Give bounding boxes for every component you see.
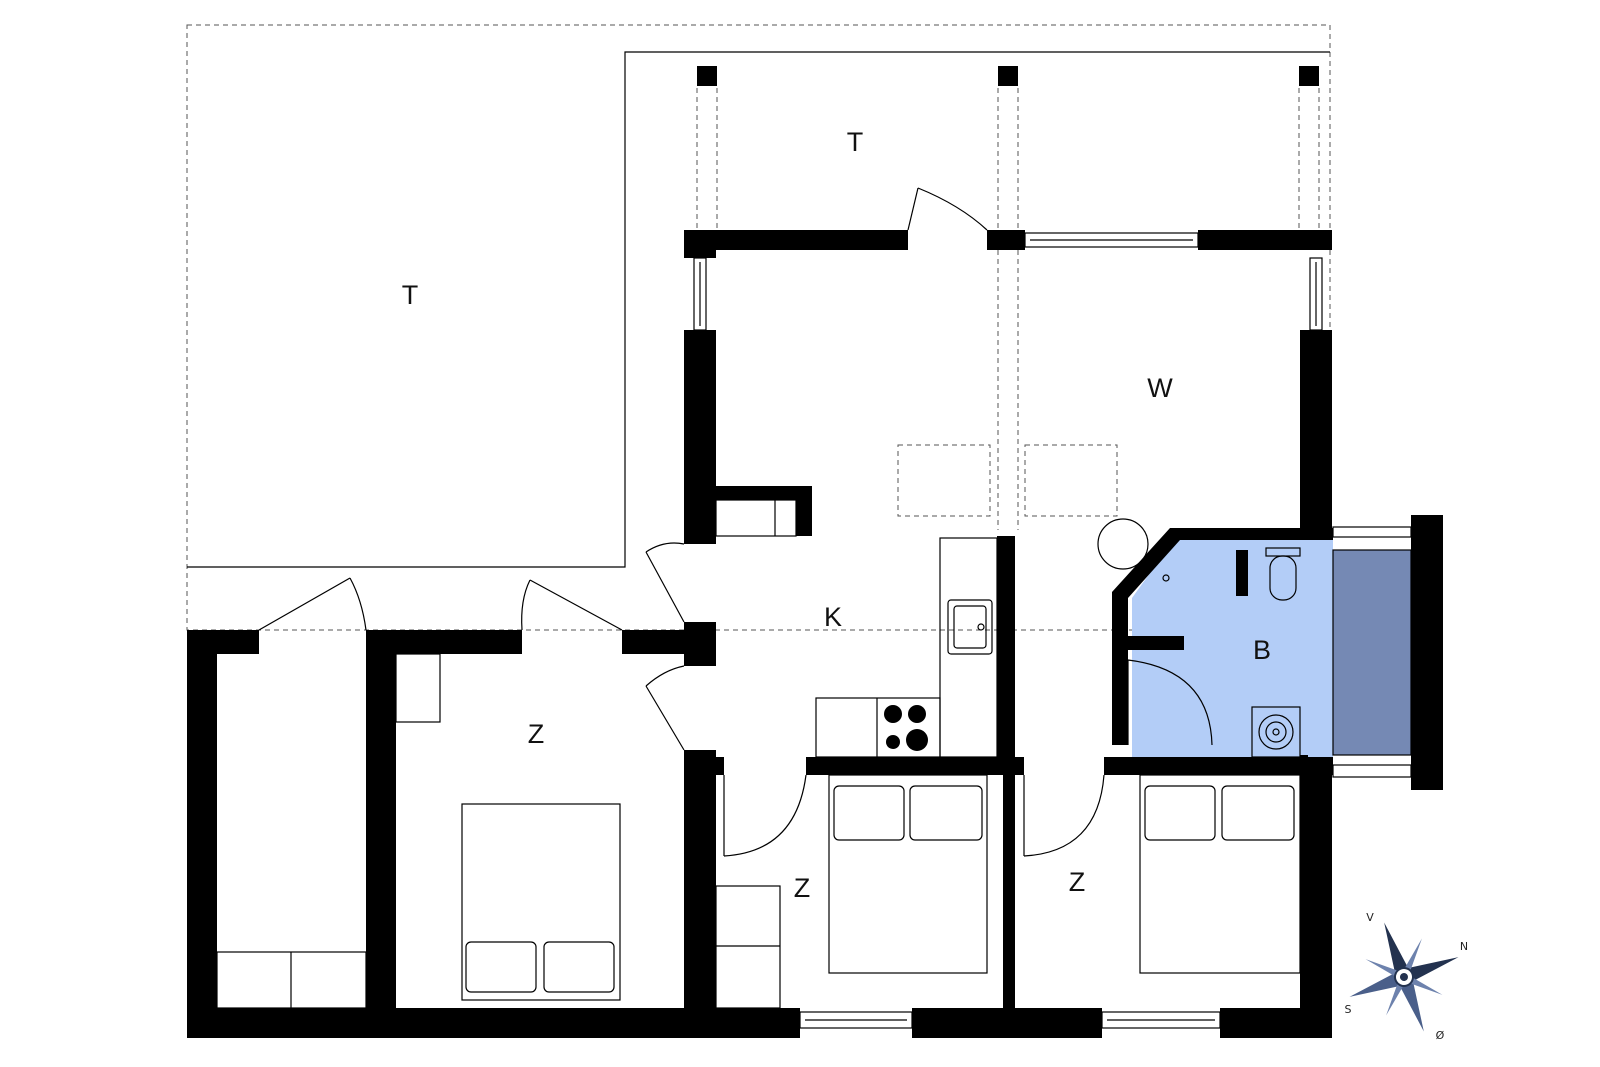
doors [258,187,1213,857]
room-label-terrace-west: T [402,280,419,310]
terrace-pillars [697,66,1319,86]
compass-south-label: S [1345,1003,1352,1016]
room-labels: T T W K B Z Z Z [402,127,1271,903]
bathroom-fixtures [1162,547,1301,758]
compass-rose-icon: V N S Ø [1345,911,1469,1042]
compass-north-label: N [1460,940,1468,953]
bedroom-furniture [216,653,1301,1009]
bathroom-area [1132,534,1412,757]
compass-east-label: Ø [1436,1029,1445,1042]
kitchen-fixtures [715,499,998,758]
room-label-kitchen: K [824,602,842,632]
walls [187,230,1443,1038]
room-label-bedroom-middle: Z [794,873,811,903]
terrace-outlines [186,24,1331,631]
room-label-bathroom: B [1253,635,1271,665]
room-label-bedroom-west: Z [528,719,545,749]
room-label-terrace-north: T [847,127,864,157]
room-label-bedroom-east: Z [1069,867,1086,897]
round-table [1097,518,1149,570]
compass-west-label: V [1366,911,1374,924]
windows [693,232,1433,1029]
room-label-living: W [1147,373,1173,403]
